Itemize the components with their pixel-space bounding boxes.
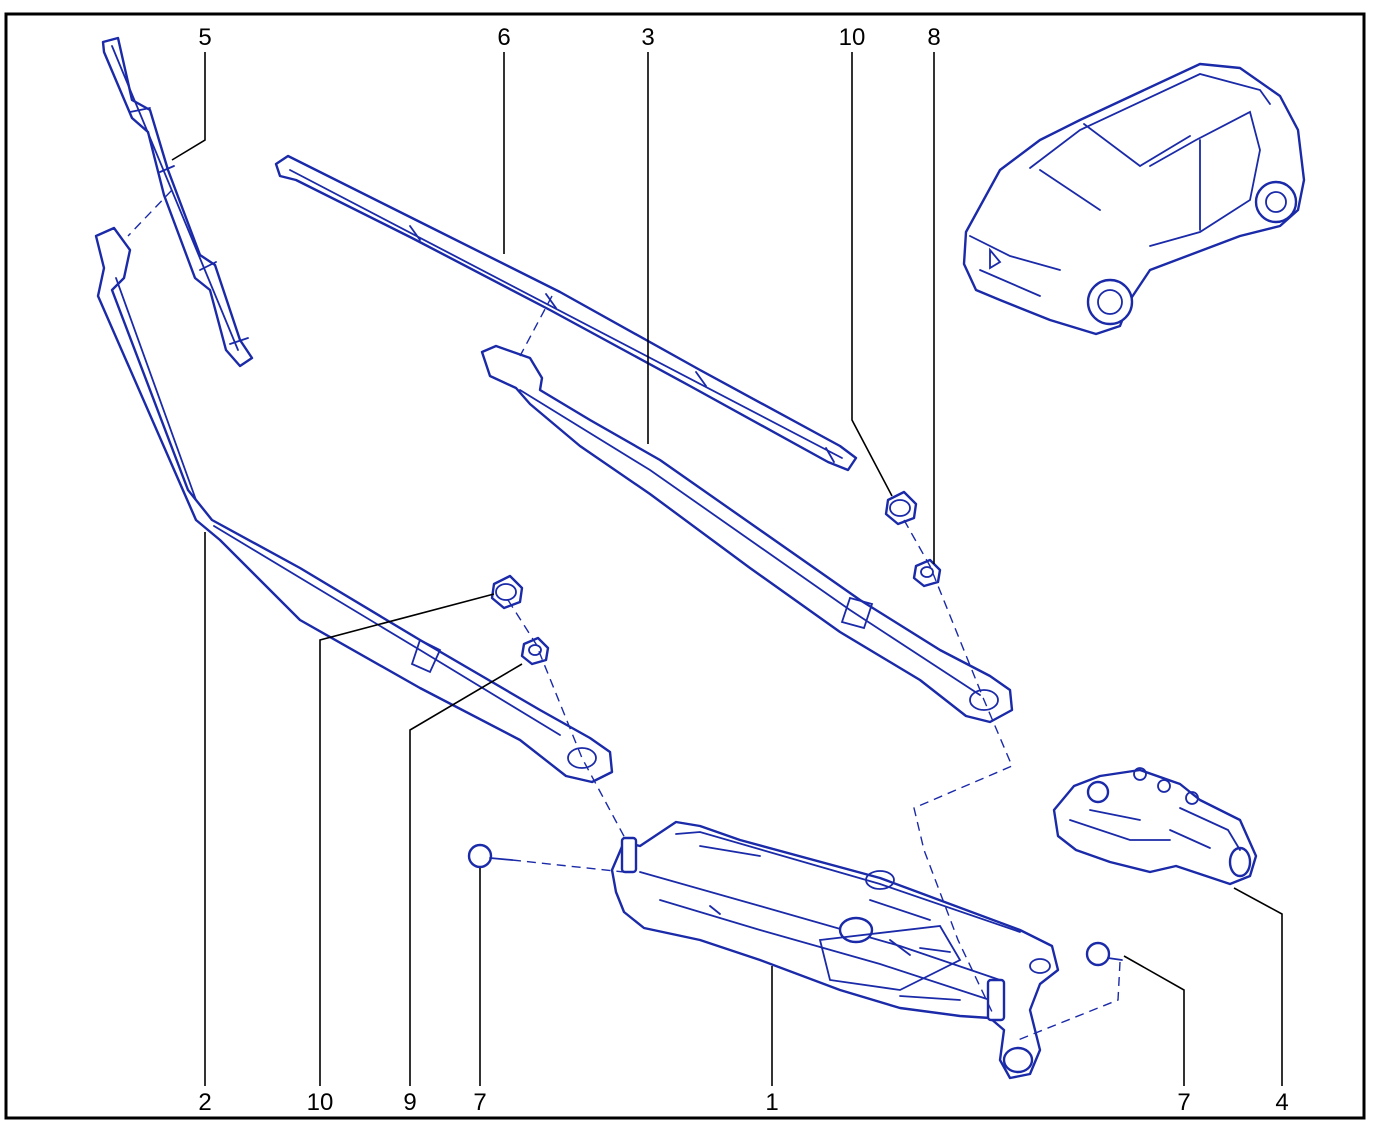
- callout-top-2: 6: [497, 24, 510, 51]
- callout-bottom-1: 2: [198, 1089, 211, 1116]
- wiper-linkage-assembly: [610, 820, 1060, 1080]
- left-wiper-blade: [101, 36, 254, 368]
- callout-top-1: 5: [198, 24, 211, 51]
- leader-lines: [171, 52, 1283, 1086]
- callout-bottom-5: 1: [765, 1089, 778, 1116]
- callout-bottom-7: 4: [1275, 1089, 1288, 1116]
- diagram-border: [4, 12, 1366, 1120]
- bolt-left: [467, 843, 513, 869]
- callout-bottom-2: 10: [307, 1089, 334, 1116]
- right-wiper-blade: [274, 154, 858, 472]
- callout-top-3: 3: [641, 24, 654, 51]
- left-wiper-arm: [94, 226, 614, 784]
- callout-top-4: 10: [839, 24, 866, 51]
- callout-bottom-3: 9: [403, 1089, 416, 1116]
- cap-left: [490, 574, 524, 610]
- assembly-guides: [127, 189, 1121, 1041]
- callout-top-5: 8: [927, 24, 940, 51]
- callout-bottom-6: 7: [1177, 1089, 1190, 1116]
- callout-labels: 5 6 3 10 8 2 10 9 7 1 7 4: [198, 24, 1288, 1116]
- parts-layer: [94, 36, 1306, 1080]
- vehicle-thumbnail: [962, 62, 1306, 336]
- right-wiper-arm: [480, 344, 1014, 724]
- cap-right: [884, 490, 918, 526]
- callout-bottom-4: 7: [473, 1089, 486, 1116]
- wiper-motor: [1052, 767, 1258, 886]
- bolt-right: [1085, 941, 1123, 967]
- nut-right: [912, 558, 942, 588]
